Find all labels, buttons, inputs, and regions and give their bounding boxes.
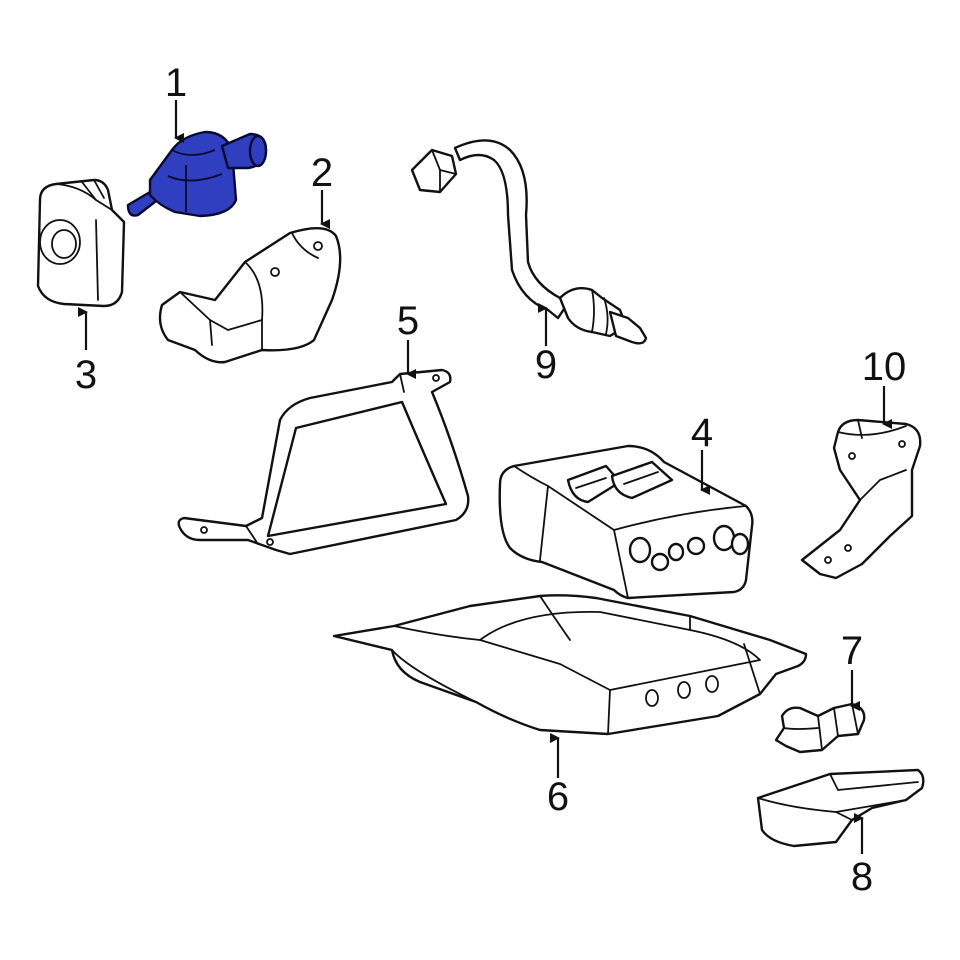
part-10-bracket[interactable] — [800, 418, 922, 580]
callout-5: 5 — [397, 299, 419, 343]
callout-arrows — [78, 100, 892, 854]
part-9-hose[interactable] — [410, 139, 648, 345]
part-6-shield[interactable] — [332, 594, 808, 736]
part-3-cap[interactable] — [36, 178, 126, 308]
part-7-clip[interactable] — [774, 702, 866, 754]
part-2-bracket[interactable] — [158, 227, 342, 364]
callout-2: 2 — [311, 151, 333, 195]
callout-10: 10 — [862, 345, 907, 389]
callout-8: 8 — [851, 855, 873, 899]
callout-3: 3 — [75, 353, 97, 397]
callout-9: 9 — [535, 343, 557, 387]
part-8-block[interactable] — [756, 768, 925, 848]
part-5-frame[interactable] — [177, 368, 470, 556]
part-4-canister[interactable] — [498, 444, 754, 600]
callout-4: 4 — [691, 411, 713, 455]
part-1-valve[interactable] — [126, 130, 268, 218]
callout-labels: 1 2 3 4 5 6 7 8 9 10 — [75, 61, 906, 899]
callout-7: 7 — [841, 629, 863, 673]
callout-1: 1 — [165, 61, 187, 105]
callout-6: 6 — [547, 775, 569, 819]
